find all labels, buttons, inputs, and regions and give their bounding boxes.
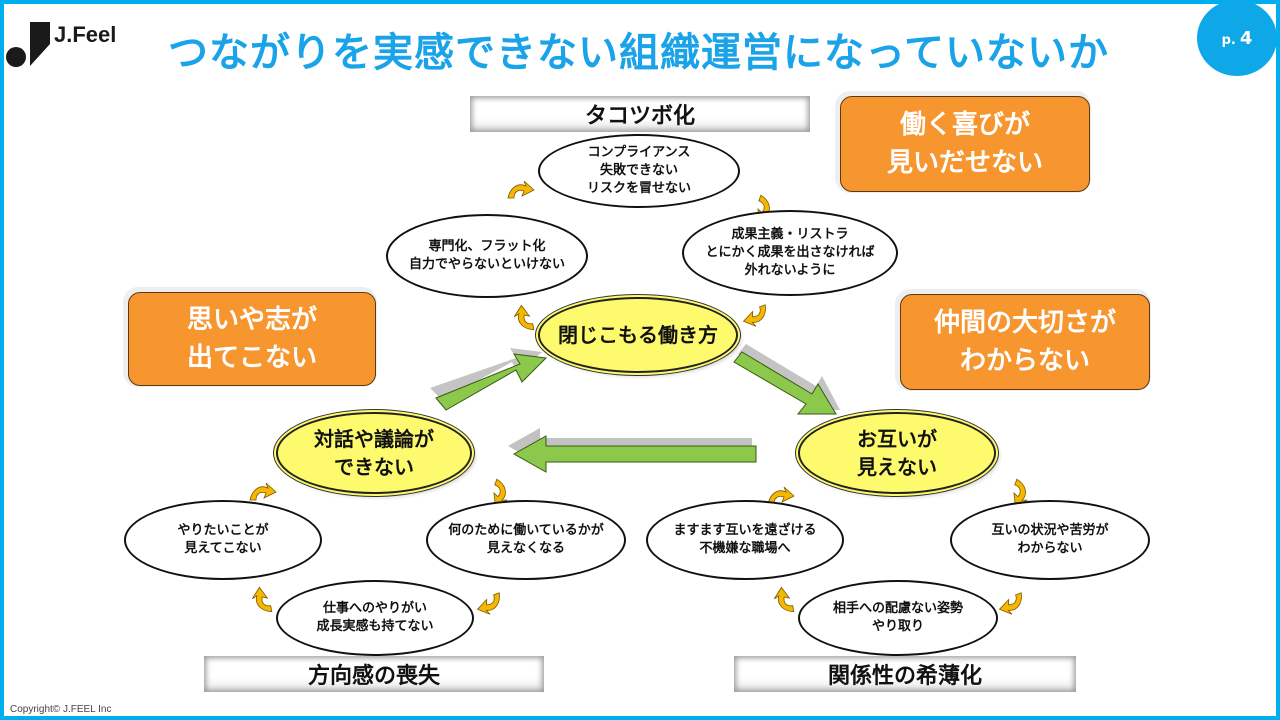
cycle-arrow-icon [507, 180, 535, 199]
page-prefix: p. [1221, 32, 1236, 48]
core-node-closed-work: 閉じこもる働き方 [538, 297, 738, 373]
jfeel-logo-icon [6, 22, 50, 67]
banner-silo: タコツボ化 [470, 96, 810, 132]
cycle-node-unpleasant-workplace: ますます互いを遠ざける 不機嫌な職場へ [646, 500, 844, 580]
page-title: つながりを実感できない組織運営になっていないか [168, 30, 1109, 76]
cycle-node-performance: 成果主義・リストラ とにかく成果を出さなければ 外れないように [682, 210, 898, 296]
callout-no-aspiration: 思いや志が 出てこない [128, 292, 376, 386]
page-number-badge: p. 4 [1197, 0, 1277, 76]
cycle-node-purpose-unclear: 何のために働いているかが 見えなくなる [426, 500, 626, 580]
cycle-arrow-icon [740, 304, 772, 331]
cycle-node-compliance: コンプライアンス 失敗できない リスクを冒せない [538, 134, 740, 208]
green-arrow-left-to-top [430, 348, 548, 411]
cycle-arrow-icon [996, 592, 1028, 619]
cycle-arrow-icon [772, 585, 795, 615]
cycle-node-no-aspiration: やりたいことが 見えてこない [124, 500, 322, 580]
banner-loss-of-direction: 方向感の喪失 [204, 656, 544, 692]
cycle-node-specialization: 専門化、フラット化 自力でやらないといけない [386, 214, 588, 298]
logo-text: J.Feel [54, 22, 117, 47]
cycle-arrow-icon [249, 482, 277, 501]
green-arrow-top-to-right [733, 344, 840, 415]
page-number: 4 [1239, 27, 1253, 49]
cycle-node-unaware-of-struggles: 互いの状況や苦労が わからない [950, 500, 1150, 580]
cycle-arrow-icon [250, 585, 273, 615]
green-arrow-right-to-left [508, 428, 757, 473]
banner-weak-relationships: 関係性の希薄化 [734, 656, 1076, 692]
cycle-node-no-fulfillment: 仕事へのやりがい 成長実感も持てない [276, 580, 474, 656]
core-node-cannot-see-each-other: お互いが 見えない [798, 412, 996, 494]
copyright: Copyright© J.FEEL Inc [10, 704, 112, 715]
core-node-no-dialogue: 対話や議論が できない [276, 412, 472, 494]
cycle-arrow-icon [512, 303, 535, 333]
callout-no-joy: 働く喜びが 見いだせない [840, 96, 1090, 192]
cycle-arrow-icon [474, 592, 506, 619]
cycle-node-inconsiderate: 相手への配慮ない姿勢 やり取り [798, 580, 998, 656]
callout-no-camaraderie: 仲間の大切さが わからない [900, 294, 1150, 390]
